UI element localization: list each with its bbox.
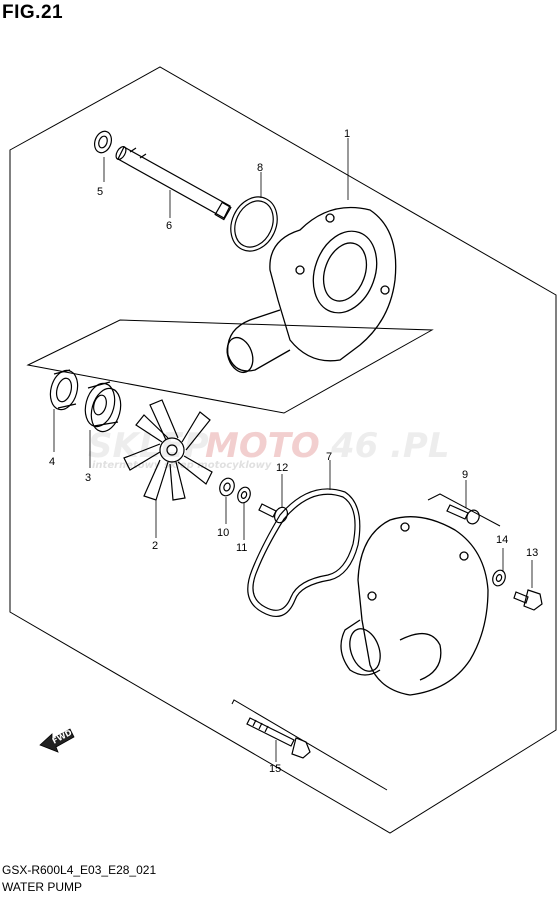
callout-6: 6 — [166, 220, 172, 232]
part-pump-body-1 — [226, 206, 397, 374]
part-o-ring-8 — [230, 196, 278, 252]
part-screw-9 — [446, 504, 480, 525]
callout-8: 8 — [257, 162, 263, 174]
callout-numbers: 1 2 3 4 5 6 7 8 9 10 11 12 13 14 15 — [49, 128, 538, 775]
fwd-arrow-icon: FWD — [39, 728, 75, 753]
bolt-group-frame — [231, 699, 388, 791]
assembly-frame-outline — [9, 66, 557, 834]
part-washer-10 — [219, 477, 235, 497]
watermark-brand-b: MOTO — [205, 426, 320, 466]
watermark: SKLEP MOTO 46 .PL internetowy sklep moto… — [88, 426, 450, 471]
watermark-brand-d: .PL — [390, 426, 450, 466]
model-code: GSX-R600L4_E03_E28_021 — [2, 863, 157, 877]
section-name: WATER PUMP — [2, 880, 82, 894]
part-oil-seal-4 — [49, 369, 79, 411]
part-gasket-7 — [247, 488, 361, 618]
callout-1: 1 — [344, 128, 350, 140]
callout-2: 2 — [152, 540, 158, 552]
figure-title: FIG.21 — [2, 2, 64, 23]
part-bolt-15 — [246, 717, 311, 759]
callout-12: 12 — [276, 462, 288, 474]
callout-5: 5 — [97, 186, 103, 198]
part-washer-5 — [93, 130, 113, 154]
callout-4: 4 — [49, 456, 55, 468]
callout-9: 9 — [462, 469, 468, 481]
part-washer-14 — [492, 569, 506, 587]
part-washer-11 — [237, 486, 251, 504]
part-bolt-13 — [513, 589, 543, 611]
callout-7: 7 — [326, 451, 332, 463]
part-bolt-12 — [258, 503, 289, 524]
part-shaft-6 — [115, 146, 232, 221]
part-mechanical-seal-3 — [84, 381, 122, 433]
callout-15: 15 — [269, 763, 281, 775]
callout-11: 11 — [236, 542, 247, 554]
callout-14: 14 — [496, 534, 508, 546]
callout-10: 10 — [217, 527, 229, 539]
leader-lines — [53, 138, 533, 762]
part-impeller-2 — [123, 399, 213, 501]
watermark-brand-c: 46 — [330, 426, 378, 466]
pump-case-group-frame — [26, 319, 434, 414]
part-pump-cover — [340, 516, 489, 696]
callout-13: 13 — [526, 547, 538, 559]
callout-3: 3 — [85, 472, 91, 484]
gasket-bracket — [427, 493, 501, 527]
